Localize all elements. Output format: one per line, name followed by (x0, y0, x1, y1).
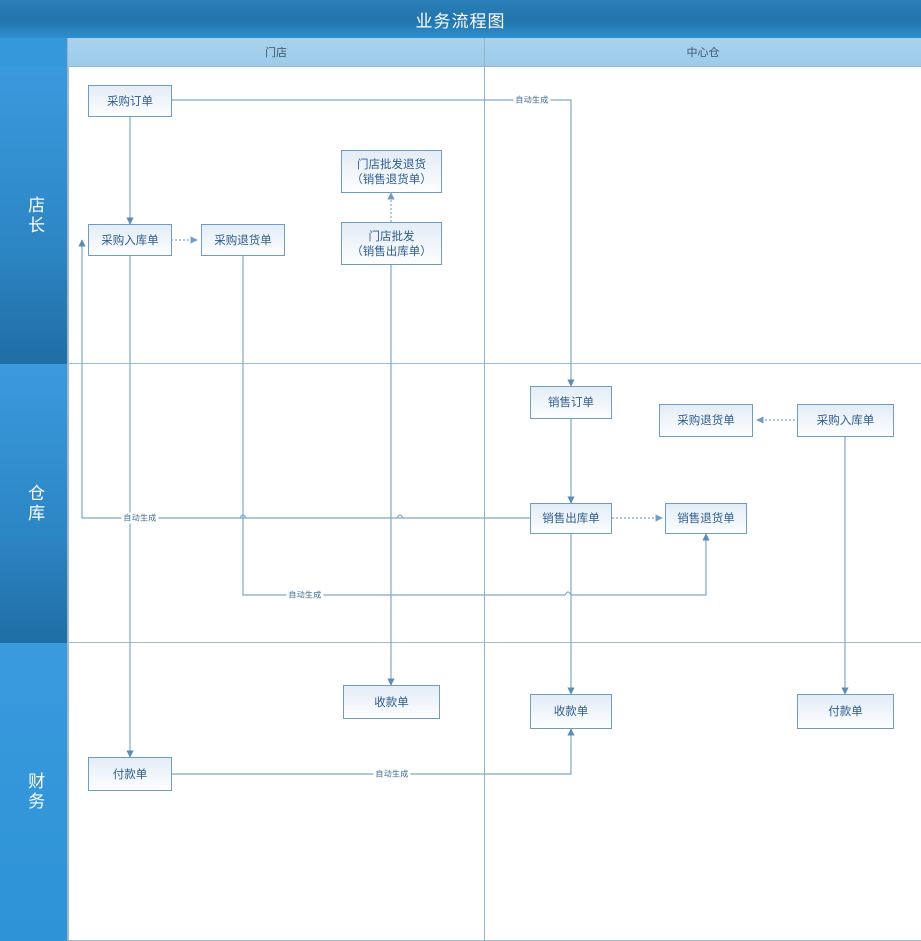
node-purchase-order-line1: 采购订单 (107, 93, 153, 108)
node-sales-return-note[interactable]: 销售退货单 (665, 503, 747, 534)
diagram-title-bar: 业务流程图 (0, 0, 921, 38)
node-store-wholesale-line2: （销售出库单） (351, 243, 432, 258)
node-receipt-voucher-warehouse[interactable]: 收款单 (530, 694, 612, 729)
node-purchase-return-warehouse-line1: 采购退货单 (677, 413, 735, 427)
node-store-wholesale-return-line1: 门店批发退货 (357, 156, 426, 171)
node-sales-delivery-note[interactable]: 销售出库单 (530, 503, 612, 534)
node-payment-voucher-store-line1: 付款单 (112, 766, 148, 781)
node-purchase-return-warehouse[interactable]: 采购退货单 (659, 404, 753, 437)
lane-body-store-manager (68, 67, 921, 364)
node-sales-order[interactable]: 销售订单 (530, 386, 612, 419)
page-title: 业务流程图 (415, 11, 506, 32)
grid-column-divider (484, 67, 485, 941)
node-purchase-receipt-store-line1: 采购入库单 (101, 232, 159, 247)
node-store-wholesale-return-line2: （销售退货单） (351, 171, 432, 186)
lane-header-finance: 财务 (0, 643, 68, 941)
node-sales-order-line1: 销售订单 (548, 395, 594, 409)
column-header-central-warehouse-label: 中心仓 (686, 46, 720, 59)
lane-body-warehouse (68, 364, 921, 643)
node-purchase-receipt-store[interactable]: 采购入库单 (88, 224, 172, 256)
lane-label-warehouse: 仓库 (24, 483, 45, 524)
node-receipt-voucher-store[interactable]: 收款单 (343, 685, 440, 719)
header-corner-cell (0, 38, 68, 67)
lane-body-finance (68, 643, 921, 941)
edge-label-autogen-sales-delivery: 自动生成 (121, 512, 159, 524)
node-receipt-voucher-store-line1: 收款单 (374, 694, 409, 709)
node-purchase-return-store-line1: 采购退货单 (214, 232, 272, 247)
lane-label-finance: 财务 (24, 772, 45, 812)
node-sales-delivery-note-line1: 销售出库单 (542, 511, 600, 525)
grid-left-rule (68, 67, 69, 941)
node-purchase-return-store[interactable]: 采购退货单 (201, 224, 285, 256)
node-payment-voucher-warehouse[interactable]: 付款单 (797, 694, 894, 729)
node-purchase-order[interactable]: 采购订单 (88, 85, 172, 117)
node-receipt-voucher-warehouse-line1: 收款单 (553, 704, 589, 718)
edge-label-autogen-purchase-order: 自动生成 (513, 94, 551, 106)
lane-label-store-manager: 店长 (24, 195, 45, 236)
column-header-central-warehouse: 中心仓 (485, 38, 921, 67)
node-store-wholesale-return[interactable]: 门店批发退货 （销售退货单） (341, 150, 442, 193)
lane-header-warehouse: 仓库 (0, 364, 68, 643)
node-payment-voucher-store[interactable]: 付款单 (88, 757, 172, 791)
column-header-store: 门店 (68, 38, 485, 67)
node-purchase-receipt-warehouse[interactable]: 采购入库单 (797, 404, 894, 437)
node-store-wholesale[interactable]: 门店批发 （销售出库单） (341, 222, 442, 265)
node-store-wholesale-line1: 门店批发 (368, 228, 415, 243)
node-sales-return-note-line1: 销售退货单 (677, 511, 735, 525)
node-payment-voucher-warehouse-line1: 付款单 (828, 704, 863, 718)
lane-header-store-manager: 店长 (0, 67, 68, 364)
edge-label-autogen-payment-voucher: 自动生成 (373, 768, 411, 780)
node-purchase-receipt-warehouse-line1: 采购入库单 (816, 413, 875, 427)
column-header-store-label: 门店 (265, 46, 287, 59)
edge-label-autogen-purchase-return: 自动生成 (286, 589, 324, 601)
